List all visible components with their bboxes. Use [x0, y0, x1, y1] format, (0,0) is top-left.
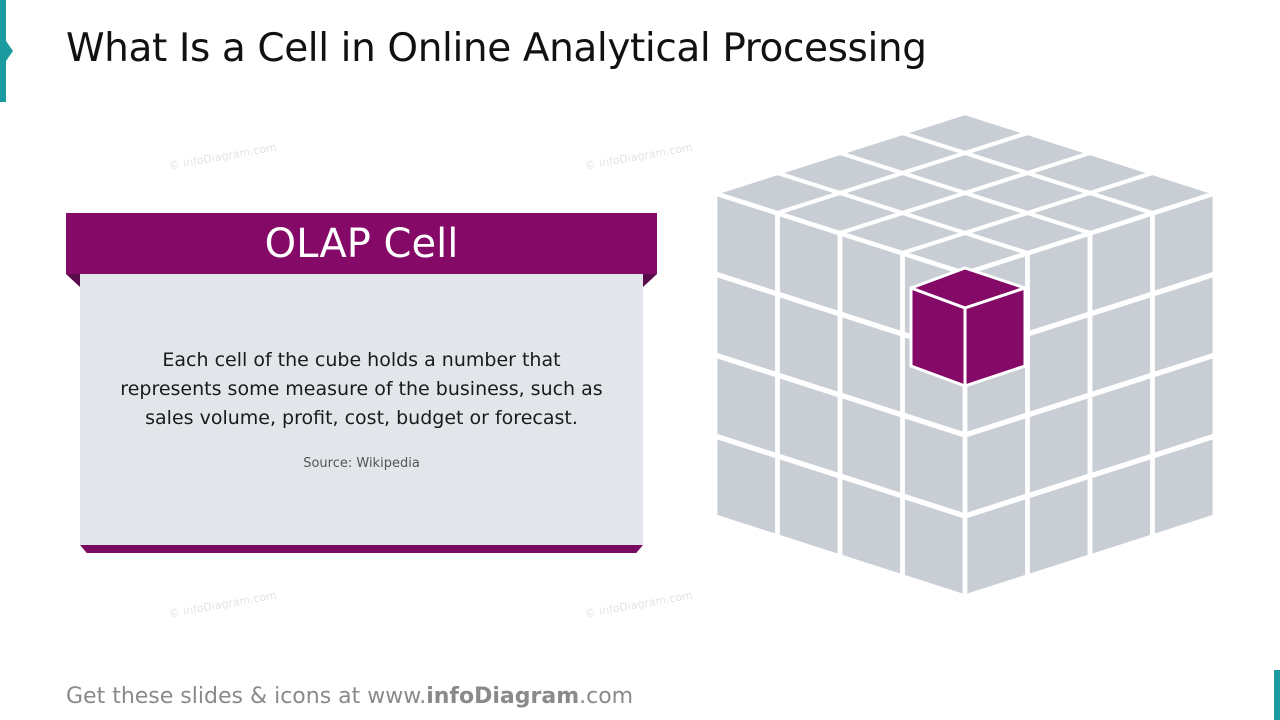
cube-right-cell	[1089, 456, 1154, 557]
card-body: Each cell of the cube holds a number tha…	[80, 274, 643, 545]
left-accent-arrow	[6, 41, 13, 61]
cube-right-cell	[1089, 294, 1154, 395]
card-header-fold-right	[643, 274, 657, 287]
cube-left-cell	[776, 294, 841, 395]
cube-right-cell	[964, 415, 1029, 516]
card-header-fold-left	[66, 274, 80, 287]
cube-top-cell	[1027, 152, 1153, 194]
cube-left-cell	[839, 233, 904, 334]
footer: Get these slides & icons at www.infoDiag…	[66, 684, 633, 709]
cube-left-cell	[714, 274, 779, 375]
left-accent-bar	[0, 0, 6, 102]
cube-right-cell	[1026, 395, 1091, 496]
cube-right-cell	[1089, 375, 1154, 476]
cube-right-cell	[1151, 193, 1216, 294]
cube-left-cell	[714, 193, 779, 294]
card-source: Source: Wikipedia	[303, 456, 420, 471]
cube-left-cell	[776, 213, 841, 314]
cube-left-cell	[839, 476, 904, 577]
cube-top-cell	[1090, 172, 1215, 214]
card-description: Each cell of the cube holds a number tha…	[120, 349, 603, 429]
cube-right-cell	[1089, 213, 1154, 314]
cube-left-cell	[839, 314, 904, 415]
cube-left-cell	[714, 355, 779, 456]
cube-right-cell	[1151, 436, 1216, 537]
cube-right-cell	[1026, 233, 1091, 334]
cube-left-cell	[839, 395, 904, 496]
cube-top-cell	[902, 112, 1028, 154]
cube-left-cell	[776, 375, 841, 476]
cube-left-cell	[901, 415, 966, 516]
footer-suffix: .com	[579, 684, 634, 709]
card-heading: OLAP Cell	[66, 213, 657, 274]
cube-left-cell	[714, 436, 779, 537]
cube-right-cell	[964, 496, 1029, 597]
footer-prefix: Get these slides & icons at www.	[66, 684, 427, 709]
cube-left-cell	[776, 456, 841, 557]
highlighted-cell-right	[963, 286, 1027, 388]
cube-right-cell	[1026, 476, 1091, 577]
footer-brand[interactable]: infoDiagram	[426, 684, 580, 709]
card-bottom-bar	[80, 545, 643, 553]
page-title: What Is a Cell in Online Analytical Proc…	[66, 26, 927, 71]
right-accent-bar	[1274, 670, 1280, 720]
cube-right-cell	[1151, 355, 1216, 456]
cube-left-cell	[901, 496, 966, 597]
cube-right-cell	[1026, 314, 1091, 415]
cube-right-cell	[1151, 274, 1216, 375]
